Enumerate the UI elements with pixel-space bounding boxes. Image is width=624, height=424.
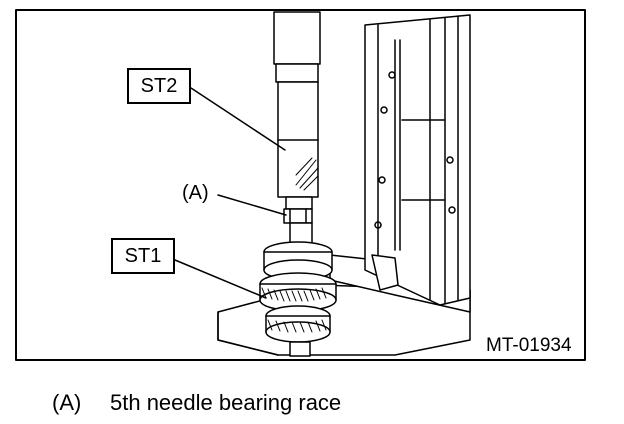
- caption-text: 5th needle bearing race: [110, 390, 342, 415]
- a-leader: [217, 194, 287, 216]
- callout-st1: ST1: [111, 238, 175, 274]
- st2-leader: [190, 87, 286, 151]
- callout-st2: ST2: [127, 68, 191, 104]
- st2-tool: [273, 11, 321, 224]
- gear-assembly: [259, 222, 337, 357]
- press-column: [364, 14, 471, 306]
- figure-code: MT-01934: [484, 335, 574, 356]
- technical-illustration: ST2 ST1 (A) MT-01934: [15, 9, 586, 361]
- callout-a: (A): [182, 182, 209, 204]
- figure-frame: [15, 9, 586, 361]
- press-tool-drawing: [15, 9, 586, 361]
- caption-key: (A): [52, 390, 82, 415]
- st1-leader: [174, 259, 267, 299]
- figure-caption: (A) 5th needle bearing race: [52, 392, 341, 414]
